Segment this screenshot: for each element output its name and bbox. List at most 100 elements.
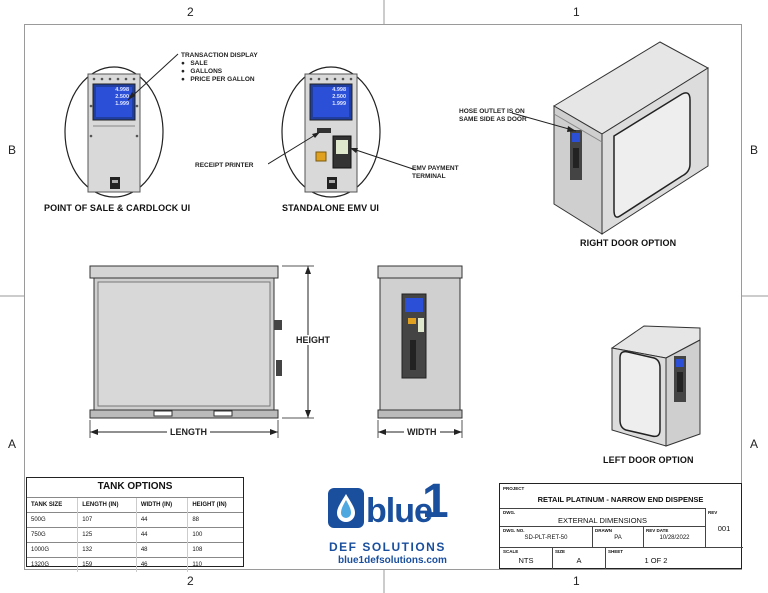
tb-divider: [592, 526, 593, 548]
tank-options-grid: TANK SIZE LENGTH (IN) WIDTH (IN) HEIGHT …: [27, 497, 243, 572]
table-cell: 46: [135, 557, 188, 572]
table-row: 500G 107 44 88: [27, 512, 243, 528]
header-length: LENGTH (IN): [77, 497, 137, 513]
zone-top-1: 1: [573, 5, 580, 19]
zone-right-a: A: [750, 437, 759, 451]
table-header-row: TANK SIZE LENGTH (IN) WIDTH (IN) HEIGHT …: [27, 497, 243, 513]
transaction-display-label: TRANSACTION DISPLAY: [181, 52, 258, 59]
caption-pos-ui: POINT OF SALE & CARDLOCK UI: [44, 203, 191, 213]
pos-screen-digits: 4.998 2.500 1.999: [99, 87, 129, 108]
dwg-no-heading: DWG. NO.: [503, 528, 525, 533]
tb-divider: [500, 526, 705, 527]
zone-left-b: B: [8, 143, 17, 157]
receipt-printer-callout: RECEIPT PRINTER: [195, 162, 254, 169]
rev-heading: REV: [708, 510, 718, 515]
rev-date-heading: REV DATE: [646, 528, 669, 533]
dwg-no-value: SD-PLT-RET-50: [524, 535, 568, 541]
hose-outlet-label-2: SAME SIDE AS DOOR: [459, 116, 527, 123]
zone-left-a: A: [8, 437, 17, 451]
header-width: WIDTH (IN): [135, 497, 188, 513]
logo-digit: 1: [422, 475, 449, 528]
table-cell: 44: [135, 527, 188, 543]
table-cell: 1320G: [27, 557, 78, 572]
table-cell: 159: [77, 557, 137, 572]
rev-date-value: 10/28/2022: [659, 535, 690, 541]
header-height: HEIGHT (IN): [187, 497, 243, 513]
size-heading: SIZE: [555, 549, 566, 554]
dimension-length: LENGTH: [167, 427, 210, 437]
table-row: 750G 125 44 100: [27, 527, 243, 543]
tb-divider: [643, 526, 644, 548]
project-name: RETAIL PLATINUM - NARROW END DISPENSE: [537, 495, 704, 504]
pos-ui-illustration: [64, 66, 164, 198]
table-cell: 44: [135, 512, 188, 528]
table-cell: 107: [77, 512, 137, 528]
dimension-width: WIDTH: [404, 427, 440, 437]
transaction-display-callout: TRANSACTION DISPLAY ● SALE ● GALLONS ● P…: [181, 52, 258, 84]
emv-leaders: [268, 131, 417, 171]
table-cell: 48: [135, 542, 188, 558]
tank-options-table: TANK OPTIONS TANK SIZE LENGTH (IN) WIDTH…: [26, 477, 244, 572]
emv-screen-digit-sale: 4.998: [332, 87, 346, 93]
display-item-gallons: ● GALLONS: [181, 68, 223, 75]
screen-digit-sale: 4.998: [115, 87, 129, 93]
left-door-iso-illustration: [610, 325, 701, 447]
zone-top-2: 2: [187, 5, 194, 19]
tb-divider: [500, 508, 705, 509]
transaction-leader: [127, 53, 179, 101]
tb-divider: [500, 547, 743, 548]
dwg-heading: DWG.: [503, 510, 516, 515]
emv-screen-digit-price: 1.999: [332, 101, 346, 107]
size-value: A: [576, 556, 582, 565]
scale-value: NTS: [518, 556, 534, 565]
table-cell: 132: [77, 542, 137, 558]
logo-url: blue1defsolutions.com: [338, 555, 447, 566]
emv-payment-label: EMV PAYMENT: [412, 165, 459, 172]
table-cell: 750G: [27, 527, 78, 543]
water-drop-logo-icon: [328, 488, 364, 528]
drawing-frame: [24, 24, 742, 570]
sheet-heading: SHEET: [608, 549, 624, 554]
emv-screen-digits: 4.998 2.500 1.999: [316, 87, 346, 108]
zone-right-b: B: [750, 143, 759, 157]
screen-digit-gallons: 2.500: [115, 94, 129, 100]
table-row: 1320G 159 46 110: [27, 557, 243, 572]
emv-payment-callout: EMV PAYMENT TERMINAL: [412, 165, 459, 181]
logo-tagline: DEF SOLUTIONS: [329, 540, 446, 554]
tb-divider: [705, 508, 706, 548]
table-row: 1000G 132 48 108: [27, 542, 243, 558]
right-door-iso-illustration: [553, 41, 709, 235]
table-cell: 500G: [27, 512, 78, 528]
drawing-title: EXTERNAL DIMENSIONS: [558, 516, 647, 525]
caption-left-door: LEFT DOOR OPTION: [603, 455, 694, 465]
rev-value: 001: [717, 524, 731, 533]
hose-outlet-callout: HOSE OUTLET IS ON SAME SIDE AS DOOR: [459, 108, 527, 124]
tank-options-title: TANK OPTIONS: [97, 481, 173, 492]
title-block: PROJECT RETAIL PLATINUM - NARROW END DIS…: [499, 483, 743, 569]
emv-terminal-label: TERMINAL: [412, 173, 446, 180]
zone-bottom-2: 2: [187, 574, 194, 588]
scale-heading: SCALE: [503, 549, 519, 554]
hose-outlet-label-1: HOSE OUTLET IS ON: [459, 108, 525, 115]
display-item-price: ● PRICE PER GALLON: [181, 76, 255, 83]
display-item-gallons-label: GALLONS: [190, 68, 223, 75]
tb-divider: [605, 547, 606, 569]
table-cell: 108: [187, 542, 243, 558]
hose-outlet-leader: [511, 112, 577, 132]
drawn-value: PA: [614, 535, 622, 541]
emv-ui-illustration: [281, 66, 381, 198]
tb-divider: [552, 547, 553, 569]
display-item-sale-label: SALE: [190, 60, 208, 67]
table-cell: 1000G: [27, 542, 78, 558]
table-cell: 88: [187, 512, 243, 528]
side-elevation-illustration: [89, 265, 314, 438]
display-item-price-label: PRICE PER GALLON: [190, 76, 255, 83]
table-cell: 100: [187, 527, 243, 543]
drawn-heading: DRAWN: [595, 528, 612, 533]
project-heading: PROJECT: [503, 486, 525, 491]
table-cell: 110: [187, 557, 243, 572]
table-cell: 125: [77, 527, 137, 543]
caption-emv-ui: STANDALONE EMV UI: [282, 203, 380, 213]
zone-bottom-1: 1: [573, 574, 580, 588]
